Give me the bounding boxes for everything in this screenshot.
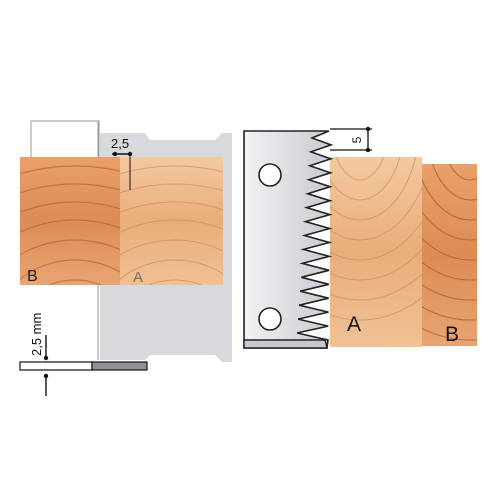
wood-block-a-left: [120, 157, 223, 285]
label-a-right: A: [347, 313, 361, 336]
right-view: 5 A B: [243, 126, 477, 349]
dim-side-label: 2,5 mm: [29, 313, 44, 356]
mounting-hole-bottom: [258, 307, 282, 331]
blade-bottom-edge: [243, 339, 328, 349]
plate-strip-right: [91, 361, 148, 371]
label-a-left: A: [133, 269, 143, 286]
dim-tooth-label: 5: [350, 136, 364, 143]
mounting-hole-top: [258, 163, 282, 187]
left-view: 2,5 B A 2,5 mm: [19, 120, 232, 396]
dimension-side: [43, 335, 49, 396]
wood-block-a-right: [330, 157, 422, 347]
label-b-left: B: [27, 268, 38, 285]
cutter-blade: [243, 130, 334, 349]
reference-box: [30, 120, 100, 160]
wood-block-b-right: [422, 164, 477, 346]
wood-block-b-left: [20, 157, 120, 285]
dimension-tooth: [330, 126, 372, 153]
plate-strip-left: [19, 361, 93, 371]
dimension-top: [112, 151, 133, 190]
dim-top-label: 2,5: [111, 136, 129, 151]
label-b-right: B: [445, 323, 459, 346]
